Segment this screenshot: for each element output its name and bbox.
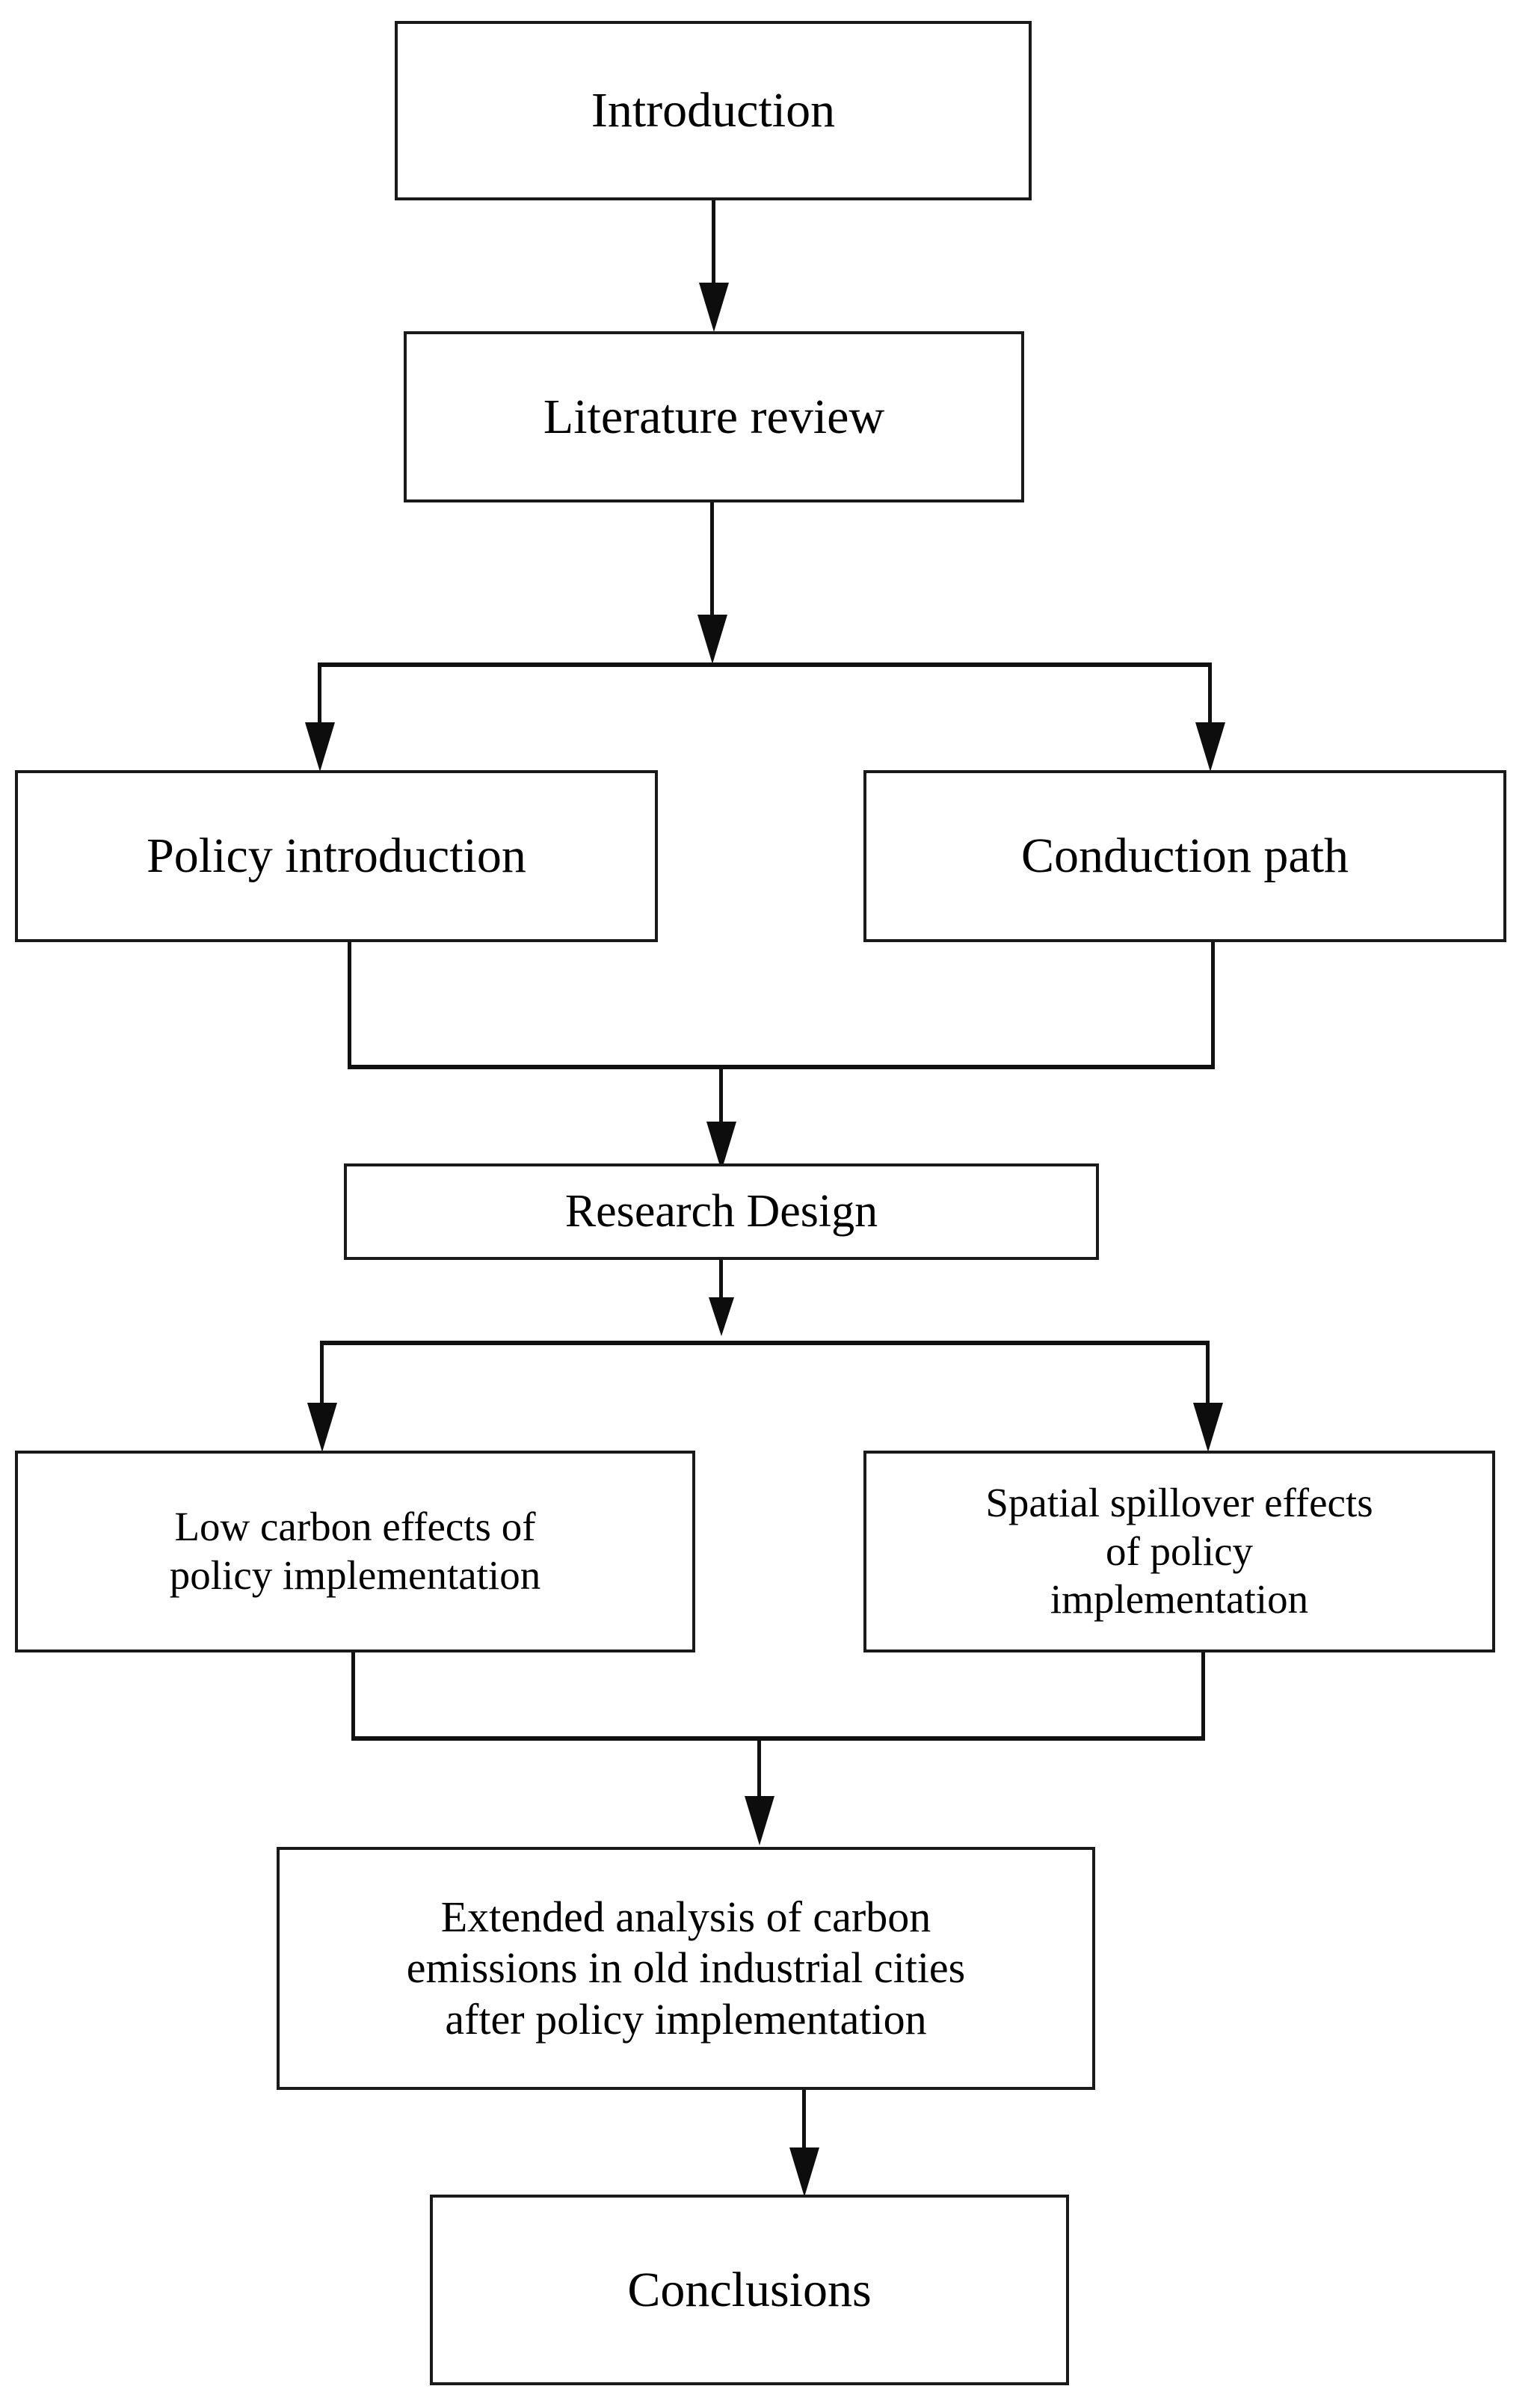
node-introduction-label: Introduction: [591, 83, 836, 138]
node-spatial-spillover-effects[interactable]: Spatial spillover effects of policy impl…: [863, 1451, 1495, 1652]
split-bar-2: [320, 1341, 1210, 1345]
merge2-left-riser-line: [351, 1652, 355, 1741]
node-extended-analysis-label: Extended analysis of carbon emissions in…: [406, 1892, 966, 2044]
node-conclusions-label: Conclusions: [627, 2262, 872, 2317]
node-spatial-spillover-effects-label: Spatial spillover effects of policy impl…: [985, 1479, 1373, 1623]
node-literature-review-label: Literature review: [543, 389, 885, 444]
node-policy-introduction-label: Policy introduction: [147, 828, 526, 884]
edge-extended-to-conclusions-arrowhead: [789, 2147, 819, 2197]
edge-introduction-to-literature-arrowhead: [699, 283, 729, 332]
edge-merge2-to-extended-arrowhead: [745, 1796, 774, 1845]
split2-right-arrowhead: [1193, 1403, 1223, 1452]
split1-left-arrowhead: [305, 722, 335, 772]
split1-left-drop-line: [318, 662, 321, 728]
node-low-carbon-effects[interactable]: Low carbon effects of policy implementat…: [15, 1451, 695, 1652]
edge-extended-to-conclusions-line: [802, 2090, 806, 2153]
edge-merge1-to-research-design-arrowhead: [706, 1122, 736, 1171]
edge-introduction-to-literature-line: [712, 200, 715, 286]
node-conduction-path[interactable]: Conduction path: [863, 770, 1506, 942]
node-policy-introduction[interactable]: Policy introduction: [15, 770, 658, 942]
node-low-carbon-effects-label: Low carbon effects of policy implementat…: [169, 1504, 541, 1598]
split2-left-arrowhead: [307, 1403, 337, 1452]
node-literature-review[interactable]: Literature review: [404, 331, 1024, 502]
merge1-left-riser-line: [348, 942, 351, 1069]
split1-right-arrowhead: [1195, 722, 1225, 772]
merge-bar-1: [348, 1065, 1215, 1069]
node-introduction[interactable]: Introduction: [395, 21, 1032, 200]
edge-merge1-to-research-design-line: [719, 1065, 723, 1128]
split1-right-drop-line: [1208, 662, 1212, 728]
edge-literature-to-split1-arrowhead: [697, 615, 727, 664]
edge-merge2-to-extended-line: [757, 1736, 761, 1802]
merge-bar-2: [351, 1736, 1205, 1741]
merge1-right-riser-line: [1211, 942, 1215, 1069]
edge-research-design-to-split2-line: [719, 1260, 723, 1297]
node-conclusions[interactable]: Conclusions: [430, 2195, 1069, 2385]
edge-literature-to-split1-line: [710, 502, 714, 615]
merge2-right-riser-line: [1201, 1652, 1205, 1741]
node-research-design[interactable]: Research Design: [344, 1163, 1099, 1260]
split2-left-drop-line: [320, 1341, 324, 1412]
split-bar-1: [318, 662, 1212, 667]
edge-research-design-to-split2-arrowhead: [709, 1297, 734, 1336]
node-conduction-path-label: Conduction path: [1020, 828, 1349, 884]
split2-right-drop-line: [1206, 1341, 1210, 1412]
node-extended-analysis[interactable]: Extended analysis of carbon emissions in…: [277, 1847, 1095, 2090]
node-research-design-label: Research Design: [564, 1185, 878, 1237]
